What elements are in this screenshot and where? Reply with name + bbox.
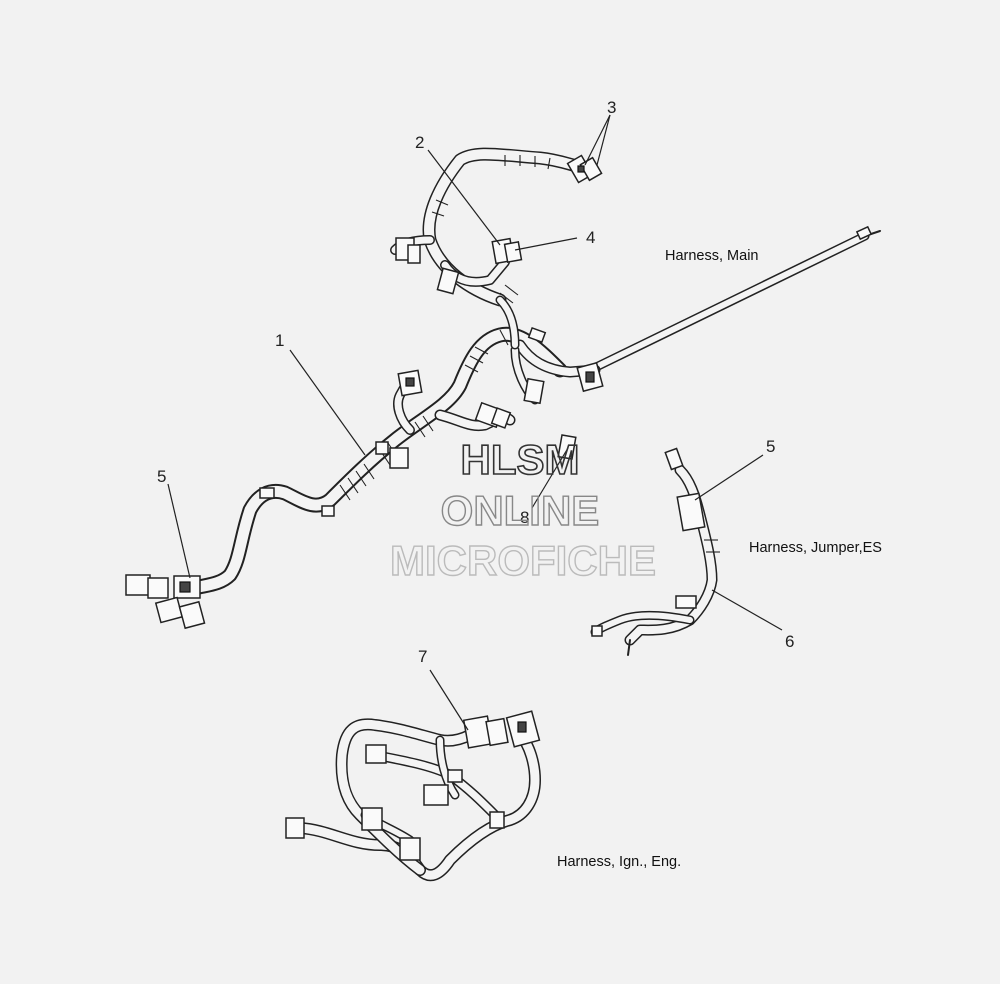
- main-harness: [125, 147, 881, 630]
- ign-eng-harness: [285, 710, 541, 882]
- watermark-online: ONLINE: [441, 487, 600, 534]
- jumper-harness: [590, 447, 720, 656]
- watermark-microfiche: MICROFICHE: [390, 537, 656, 584]
- leader-lines: [167, 114, 783, 731]
- callout-2: 2: [415, 133, 424, 152]
- label-harness-main: Harness, Main: [665, 248, 758, 264]
- callout-numbers: 1 2 3 4 5 5 6 7 8: [157, 98, 794, 666]
- watermark: HLSM ONLINE MICROFICHE: [389, 435, 656, 585]
- callout-8: 8: [520, 508, 529, 527]
- label-harness-ign-eng: Harness, Ign., Eng.: [557, 854, 681, 870]
- callout-1: 1: [275, 331, 284, 350]
- watermark-hlsm: HLSM: [461, 436, 580, 483]
- callout-4: 4: [586, 228, 595, 247]
- callout-3: 3: [607, 98, 616, 117]
- callout-7: 7: [418, 647, 427, 666]
- callout-6: 6: [785, 632, 794, 651]
- callout-5-main: 5: [157, 467, 166, 486]
- label-harness-jumper: Harness, Jumper,ES: [749, 540, 882, 556]
- callout-5-jumper: 5: [766, 437, 775, 456]
- main-connectors: [125, 154, 604, 630]
